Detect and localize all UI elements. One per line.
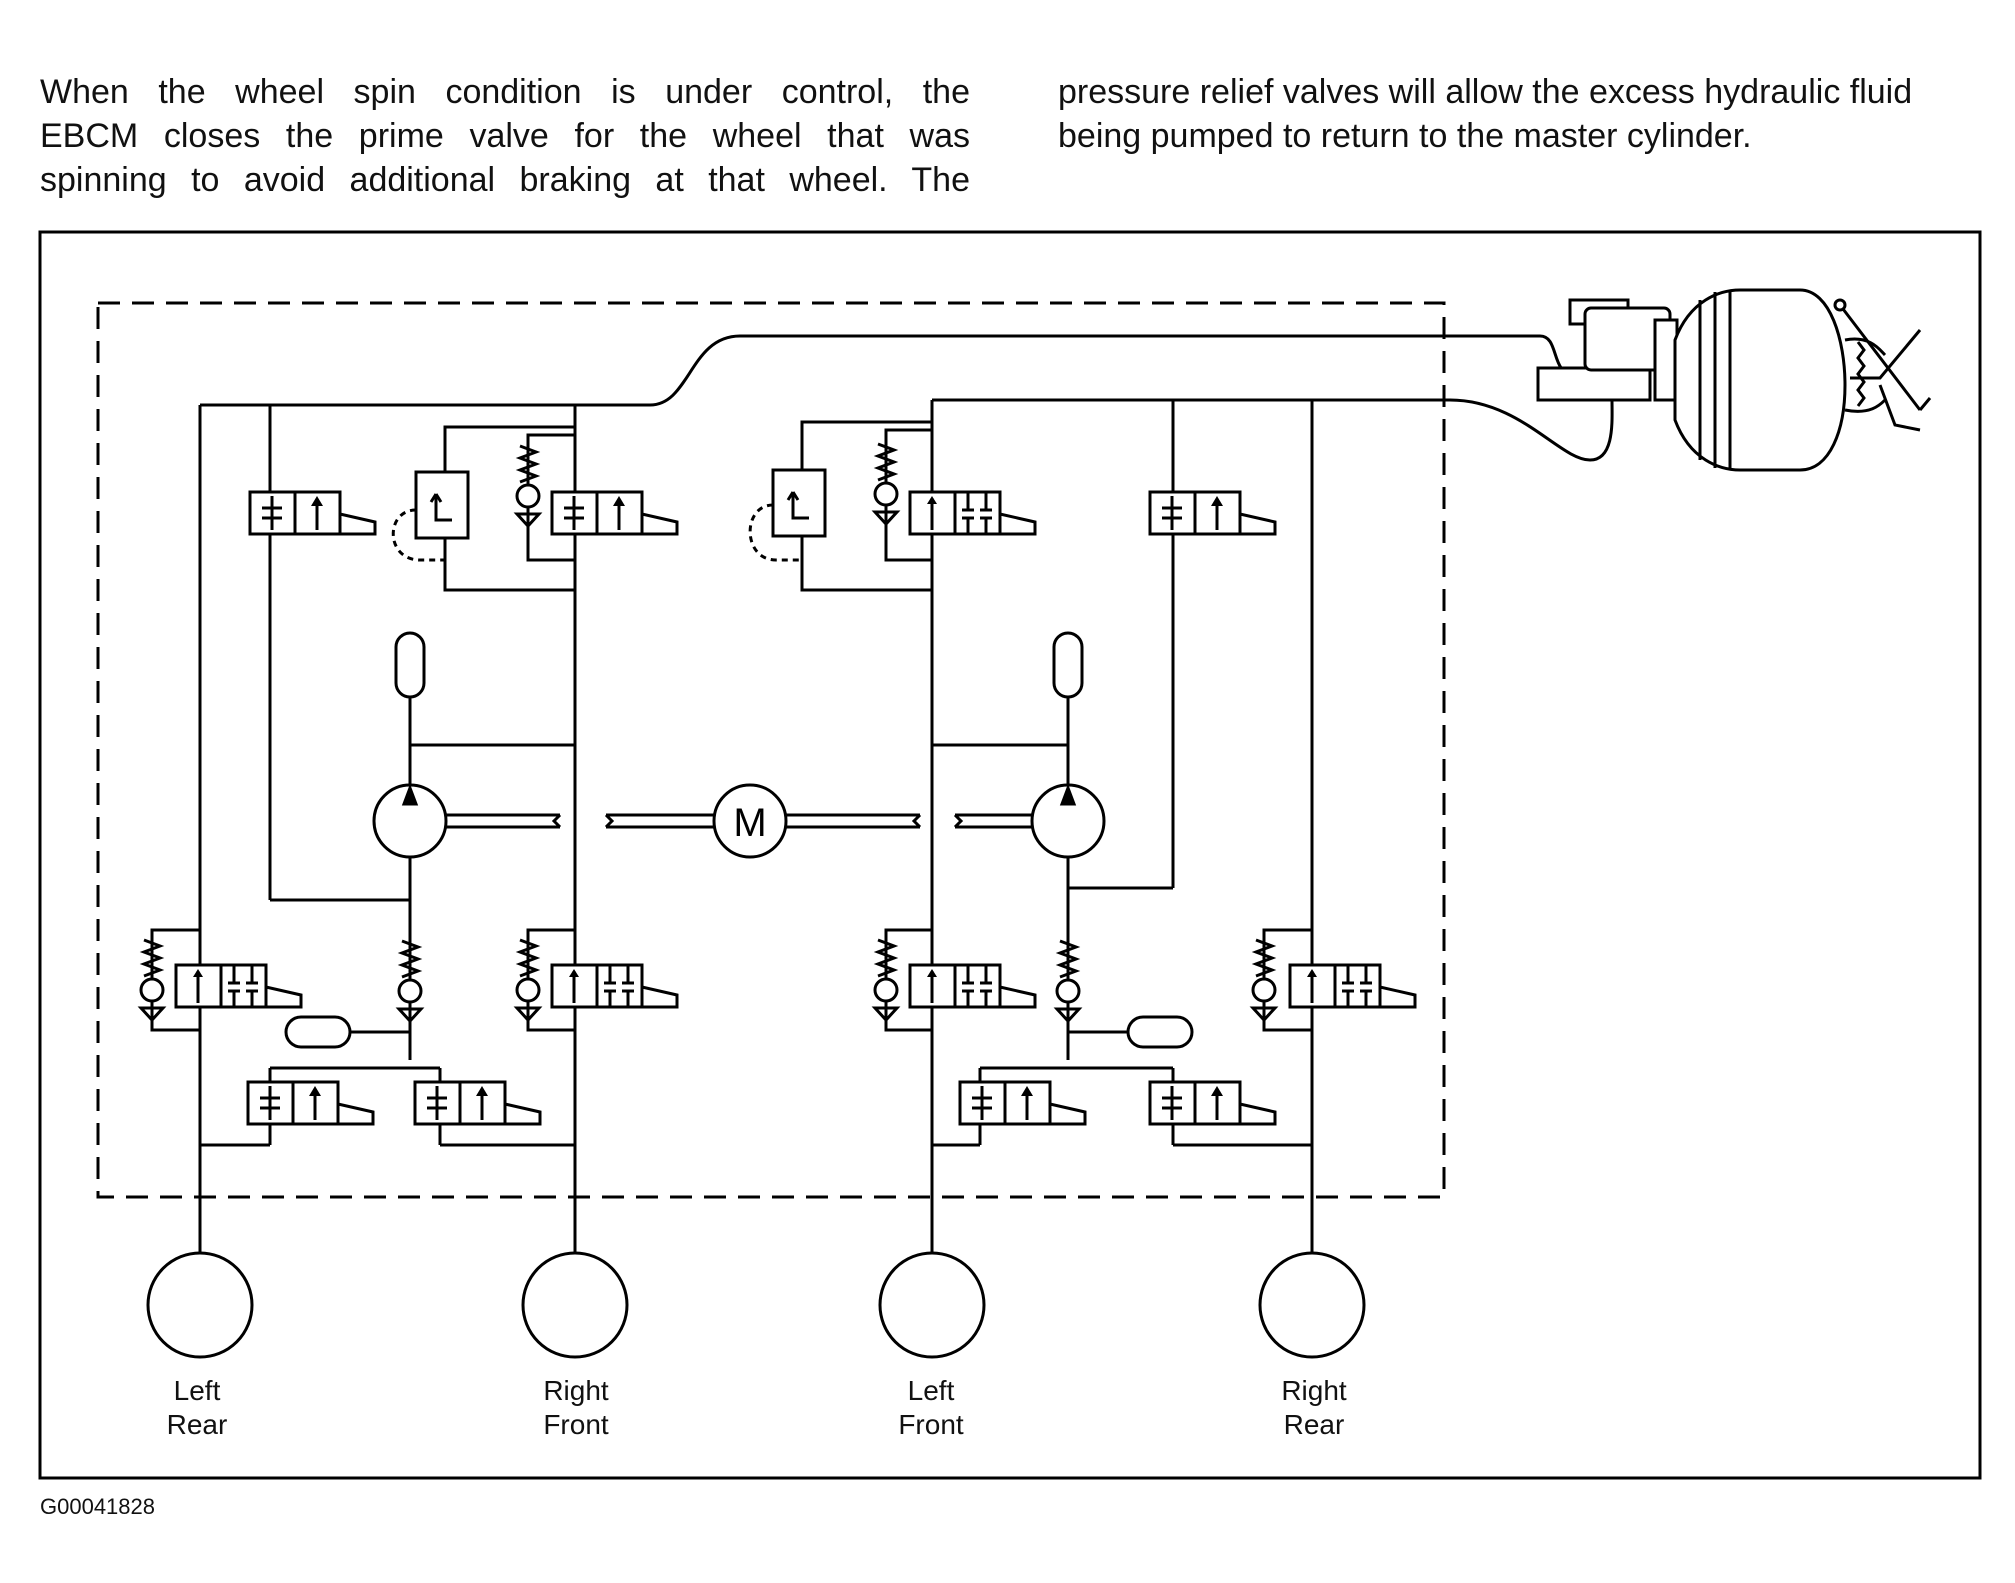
motor-label: M: [733, 801, 766, 845]
wheel-labels: Left Rear Right Front Left Front Right R…: [167, 1375, 1347, 1440]
paragraph-left-line: spinning to avoid additional braking at …: [40, 161, 970, 199]
pressure-switch: [414, 470, 470, 540]
isolation-valve: [550, 490, 679, 536]
prime-valve: [1148, 1080, 1277, 1126]
paragraph-left-line: When the wheel spin condition is under c…: [40, 73, 970, 111]
prime-valve: [958, 1080, 1087, 1126]
brake-booster: [1673, 288, 1847, 472]
accumulator: [1052, 631, 1084, 699]
paragraph-right-line: being pumped to return to the master cyl…: [1058, 117, 1752, 155]
accumulator: [394, 631, 426, 699]
figure-frame: [38, 230, 1982, 1480]
isolation-valve: [908, 490, 1037, 536]
ebcm-module-boundary: [96, 301, 1446, 1199]
inlet-valve: [1288, 963, 1417, 1009]
inlet-valve: [174, 963, 303, 1009]
wheel-left-rear: [146, 1251, 254, 1359]
paragraph-left-line: EBCM closes the prime valve for the whee…: [40, 117, 970, 155]
wheel-left-front: [878, 1251, 986, 1359]
isolation-valve: [248, 490, 377, 536]
accumulator: [284, 1015, 352, 1049]
wheel-label: Front: [543, 1409, 609, 1440]
paragraph-right-line: pressure relief valves will allow the ex…: [1058, 73, 1913, 111]
paragraph-right: pressure relief valves will allow the ex…: [1058, 70, 1988, 158]
wheels: [146, 1251, 1366, 1359]
accumulators: [284, 631, 1194, 1049]
wheel-label: Rear: [167, 1409, 228, 1440]
motor: [712, 783, 788, 859]
wheel-label: Right: [543, 1375, 609, 1406]
inlet-valve: [908, 963, 1037, 1009]
figure-id: G00041828: [40, 1494, 155, 1519]
solenoid-valves: [174, 490, 1417, 1126]
pressure-switches: [414, 468, 827, 540]
pump-motor-assembly: M: [372, 783, 1106, 859]
prime-valve: [246, 1080, 375, 1126]
wheel-label: Front: [898, 1409, 964, 1440]
wheel-right-front: [521, 1251, 629, 1359]
wheel-label: Left: [908, 1375, 955, 1406]
wheel-right-rear: [1258, 1251, 1366, 1359]
wheel-label: Left: [174, 1375, 221, 1406]
accumulator: [1126, 1015, 1194, 1049]
isolation-valve: [1148, 490, 1277, 536]
wheel-label: Right: [1281, 1375, 1347, 1406]
pilot-lines: [391, 503, 802, 562]
pressure-switch: [771, 468, 827, 538]
master-cylinder-booster: [1536, 288, 1932, 472]
paragraph-left: When the wheel spin condition is under c…: [40, 70, 970, 202]
prime-valve: [413, 1080, 542, 1126]
wheel-label: Rear: [1284, 1409, 1345, 1440]
inlet-valve: [550, 963, 679, 1009]
